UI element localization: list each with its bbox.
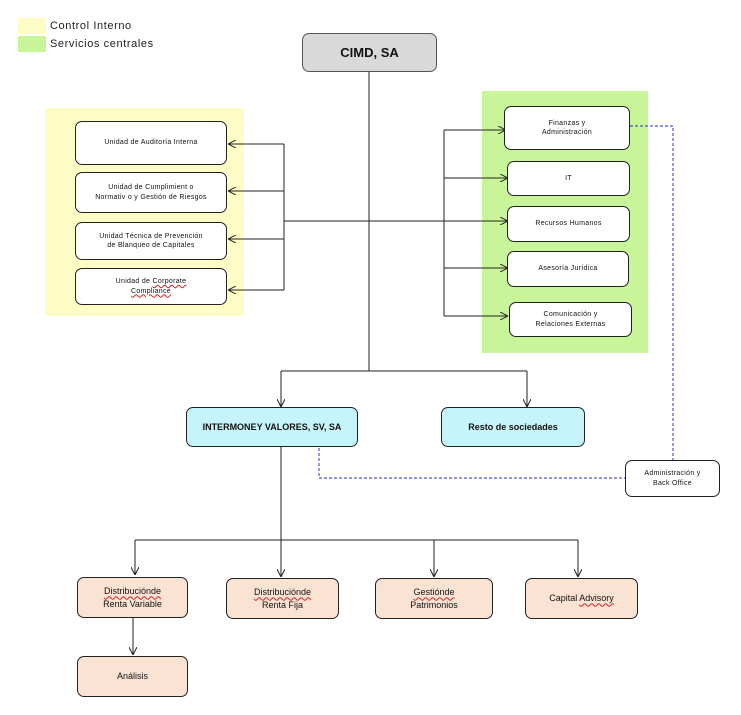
node-label-line-1: Unidad de Corporate <box>115 278 187 286</box>
node-label-line-2: Compliance <box>131 287 171 295</box>
gestion-patrimonios-node[interactable]: Gestiónde Patrimonios <box>375 578 493 619</box>
node-label: Recursos Humanos <box>535 220 602 228</box>
node-label-line-1: Comunicación y <box>543 311 598 319</box>
legend-swatch-control-interno <box>18 18 46 34</box>
legend-label-control-interno: Control Interno <box>50 20 132 32</box>
node-label-line-1: Finanzas y <box>548 119 586 127</box>
node-label-line-2: Renta Fija <box>261 599 304 610</box>
it-node[interactable]: IT <box>507 161 630 196</box>
node-label-line-1: Gestiónde <box>413 587 455 598</box>
capital-advisory-node[interactable]: Capital Advisory <box>525 578 638 619</box>
legend-swatch-servicios-centrales <box>18 36 46 52</box>
cumplimiento-normativo-node[interactable]: Unidad de Cumplimient o Normativ o y Ges… <box>75 172 227 213</box>
node-label-line-2: Normativ o y Gestión de Riesgos <box>95 193 207 201</box>
asesoria-juridica-node[interactable]: Asesoría Jurídica <box>507 251 629 287</box>
cimd-root-node[interactable]: CIMD, SA <box>302 33 437 72</box>
node-label-line-1: Distribuciónde <box>103 586 162 597</box>
node-label-line-1: Unidad de Cumplimient o <box>108 184 194 192</box>
node-label-line-1: Distribuciónde <box>253 587 312 598</box>
analisis-node[interactable]: Análisis <box>77 656 188 697</box>
node-label-line-2: Patrimonios <box>410 599 458 610</box>
auditoria-interna-node[interactable]: Unidad de Auditoría Interna <box>75 121 227 165</box>
distribucion-renta-variable-node[interactable]: Distribuciónde Renta Variable <box>77 577 188 618</box>
resto-sociedades-node[interactable]: Resto de sociedades <box>441 407 585 447</box>
legend-label-servicios-centrales: Servicios centrales <box>50 38 154 50</box>
corporate-compliance-node[interactable]: Unidad de Corporate Compliance <box>75 268 227 305</box>
distribucion-renta-fija-node[interactable]: Distribuciónde Renta Fija <box>226 578 339 619</box>
node-label-line-2: Relaciones Externas <box>535 320 606 328</box>
recursos-humanos-node[interactable]: Recursos Humanos <box>507 206 630 242</box>
finanzas-administracion-node[interactable]: Finanzas y Administración <box>504 106 630 150</box>
node-label: Capital Advisory <box>549 593 614 604</box>
node-label-line-1: Administración y <box>644 470 701 478</box>
node-label-line-2: Renta Variable <box>103 598 162 609</box>
node-label: Unidad de Auditoría Interna <box>104 139 198 147</box>
comunicacion-relaciones-node[interactable]: Comunicación y Relaciones Externas <box>509 302 632 337</box>
node-label-line-1: Unidad Técnica de Prevención <box>99 232 203 240</box>
administracion-back-office-node[interactable]: Administración y Back Office <box>625 460 720 497</box>
node-label-line-2: Back Office <box>653 479 692 487</box>
node-label-line-2: de Blanqueo de Capitales <box>107 242 195 249</box>
node-label: Asesoría Jurídica <box>538 265 598 273</box>
intermoney-valores-node[interactable]: INTERMONEY VALORES, SV, SA <box>186 407 358 447</box>
prevencion-blanqueo-node[interactable]: Unidad Técnica de Prevención de Blanqueo… <box>75 222 227 260</box>
node-label-line-2: Administración <box>541 129 593 136</box>
node-label: IT <box>565 174 572 182</box>
